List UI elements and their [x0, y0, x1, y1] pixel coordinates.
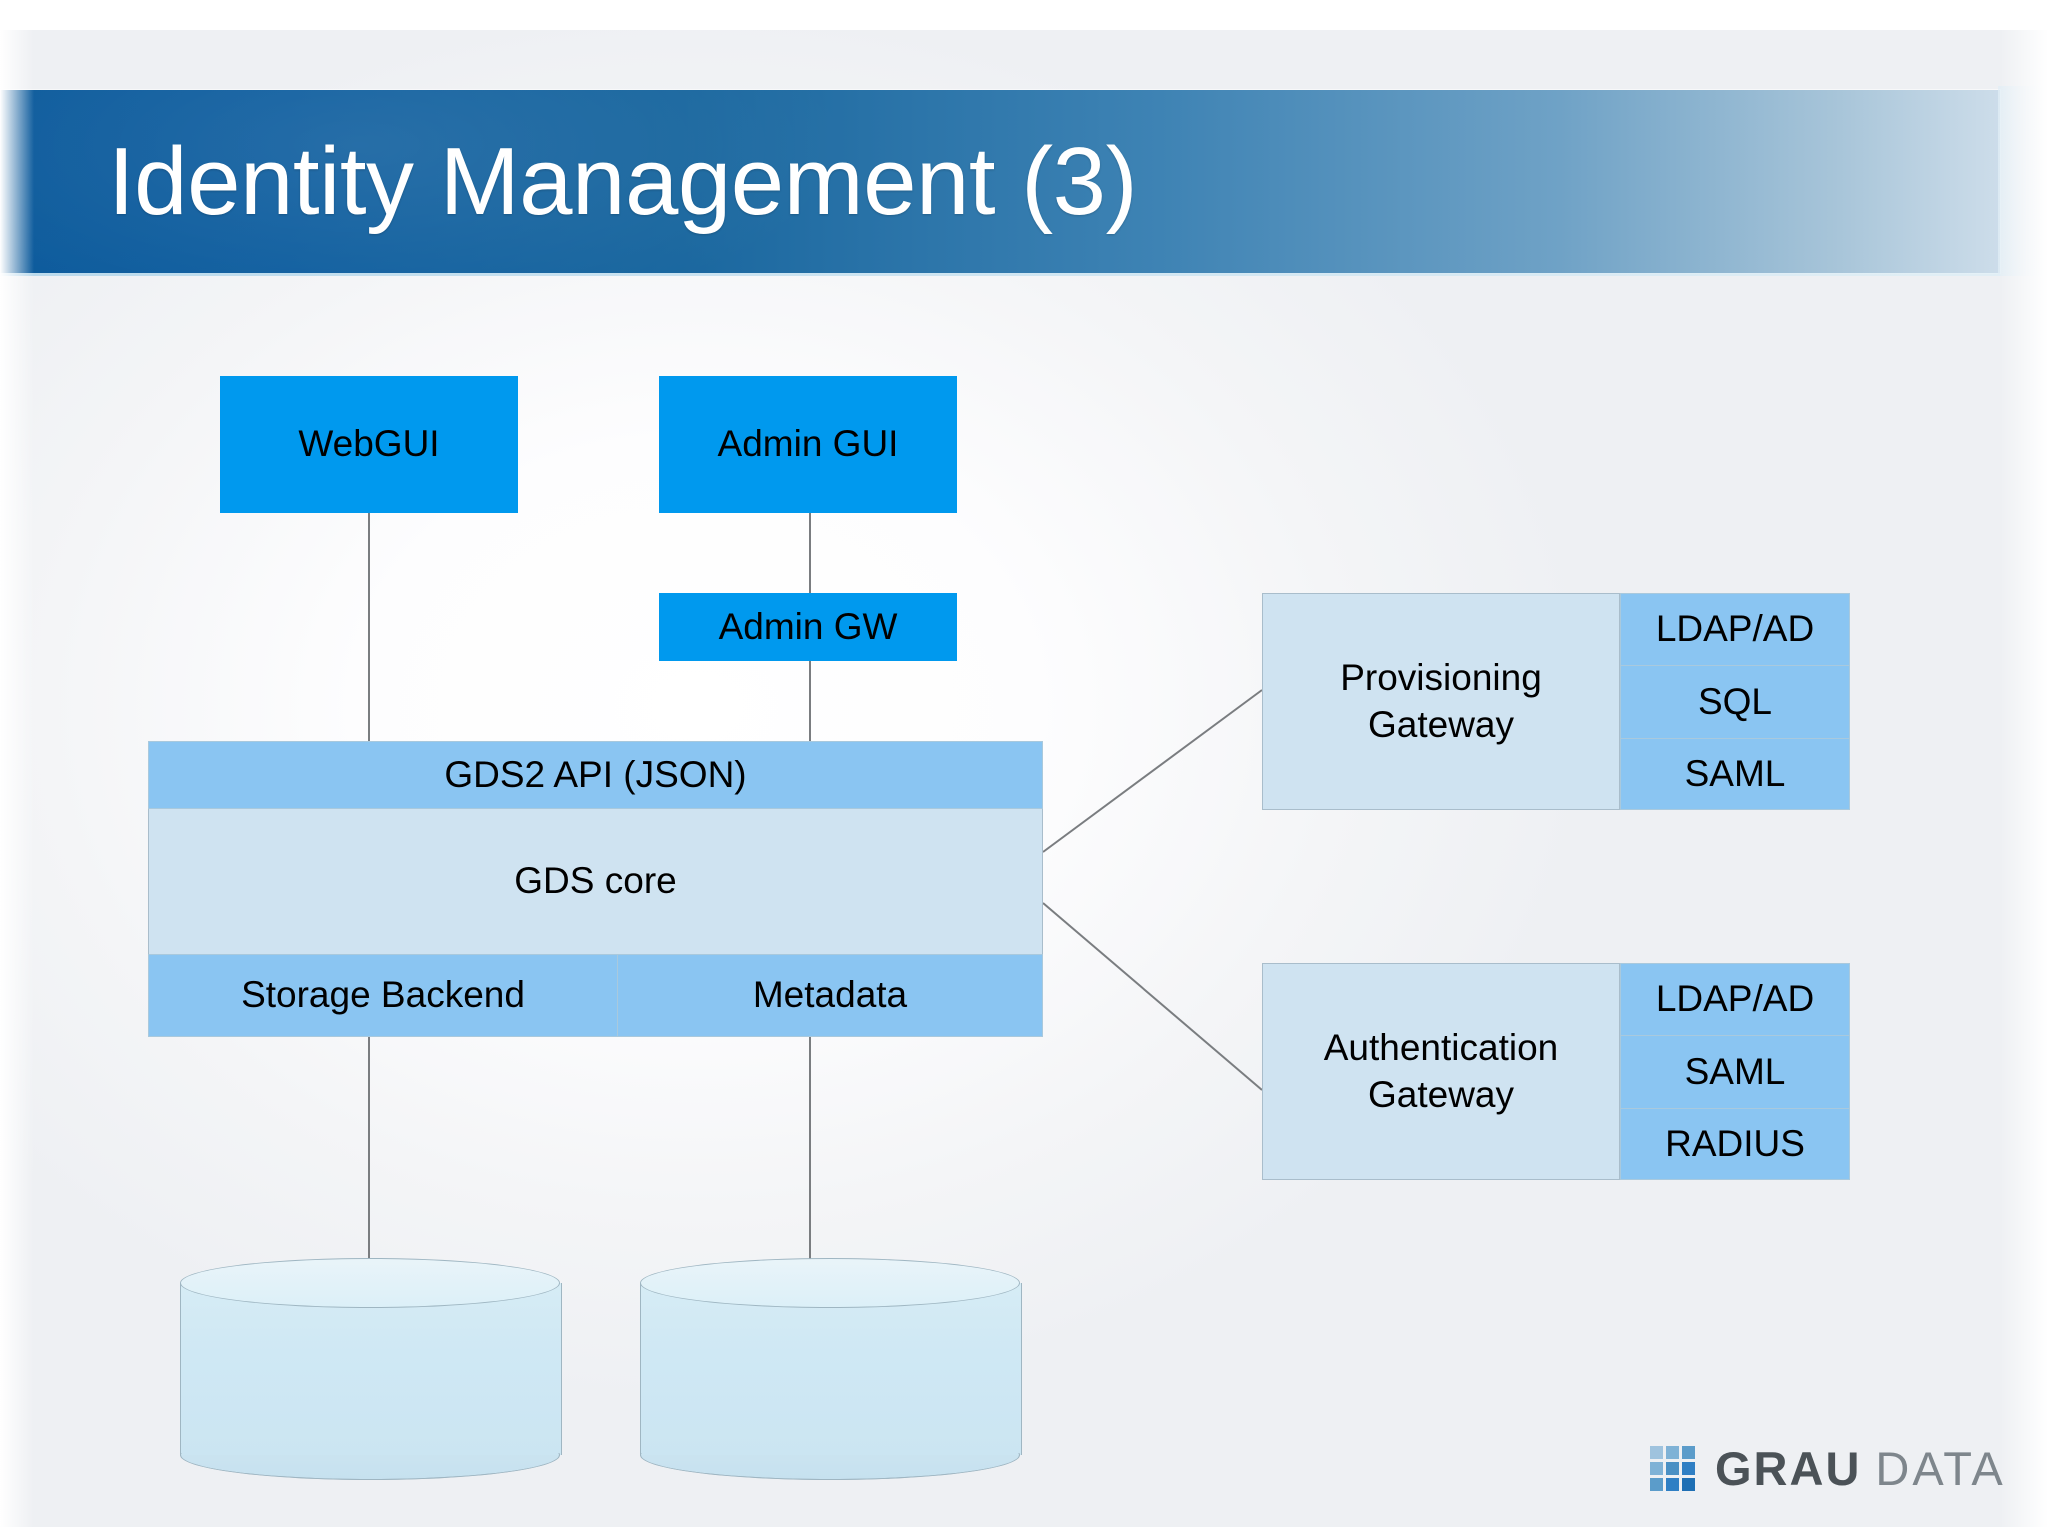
- node-storage-backend[interactable]: Storage Backend: [148, 954, 618, 1037]
- protocol-cell-authentication-ldap[interactable]: LDAP/AD: [1620, 963, 1850, 1036]
- logo-primary-text: GRAU: [1715, 1442, 1862, 1495]
- protocol-cell-provisioning-ldap[interactable]: LDAP/AD: [1620, 593, 1850, 666]
- node-provisioning-gateway[interactable]: Provisioning Gateway: [1262, 593, 1620, 810]
- node-authentication-gateway-label-line1: Authentication: [1323, 1027, 1559, 1069]
- page-frame-top: [0, 0, 2048, 30]
- protocol-label: LDAP/AD: [1655, 608, 1815, 650]
- cylinder-body: [180, 1283, 562, 1455]
- datastore-storage[interactable]: [180, 1258, 562, 1480]
- protocol-label: SQL: [1697, 680, 1773, 722]
- connector-core-to-authentication: [1042, 902, 1263, 1091]
- node-gds-core-label: GDS core: [514, 860, 677, 902]
- protocol-label: RADIUS: [1665, 1122, 1805, 1164]
- cylinder-body: [640, 1283, 1022, 1455]
- node-webgui-label: WebGUI: [298, 423, 440, 465]
- cylinder-top: [180, 1258, 560, 1308]
- page-frame-bottom: [0, 1527, 2048, 1535]
- logo-wordmark: GRAU DATA: [1715, 1441, 2006, 1496]
- node-provisioning-gateway-label-line2: Gateway: [1367, 703, 1514, 745]
- node-authentication-gateway-label-line2: Gateway: [1367, 1073, 1514, 1115]
- node-gds2-api[interactable]: GDS2 API (JSON): [148, 741, 1043, 809]
- datastore-metadata[interactable]: [640, 1258, 1022, 1480]
- protocol-label: LDAP/AD: [1655, 978, 1815, 1020]
- node-admin-gw-label: Admin GW: [718, 605, 898, 647]
- node-admin-gw[interactable]: Admin GW: [659, 593, 957, 661]
- node-authentication-gateway[interactable]: Authentication Gateway: [1262, 963, 1620, 1180]
- protocol-cell-provisioning-saml[interactable]: SAML: [1620, 739, 1850, 810]
- node-gds2-api-label: GDS2 API (JSON): [444, 753, 747, 795]
- node-admin-gui-label: Admin GUI: [717, 423, 899, 465]
- brand-logo: GRAU DATA: [1650, 1441, 2006, 1496]
- node-metadata[interactable]: Metadata: [618, 954, 1043, 1037]
- cylinder-top: [640, 1258, 1020, 1308]
- node-storage-backend-label: Storage Backend: [241, 974, 525, 1016]
- protocol-cell-provisioning-sql[interactable]: SQL: [1620, 666, 1850, 739]
- node-webgui[interactable]: WebGUI: [220, 376, 518, 513]
- node-metadata-label: Metadata: [752, 974, 908, 1016]
- connector-core-to-provisioning: [1042, 689, 1263, 853]
- node-gds-core[interactable]: GDS core: [148, 809, 1043, 954]
- protocol-label: SAML: [1684, 1050, 1786, 1092]
- node-admin-gui[interactable]: Admin GUI: [659, 376, 957, 513]
- protocol-cell-authentication-saml[interactable]: SAML: [1620, 1036, 1850, 1109]
- grid-3x3-icon: [1650, 1446, 1695, 1491]
- protocol-label: SAML: [1684, 752, 1786, 794]
- logo-secondary-text: DATA: [1875, 1442, 2006, 1495]
- protocol-cell-authentication-radius[interactable]: RADIUS: [1620, 1109, 1850, 1180]
- node-provisioning-gateway-label-line1: Provisioning: [1340, 657, 1542, 699]
